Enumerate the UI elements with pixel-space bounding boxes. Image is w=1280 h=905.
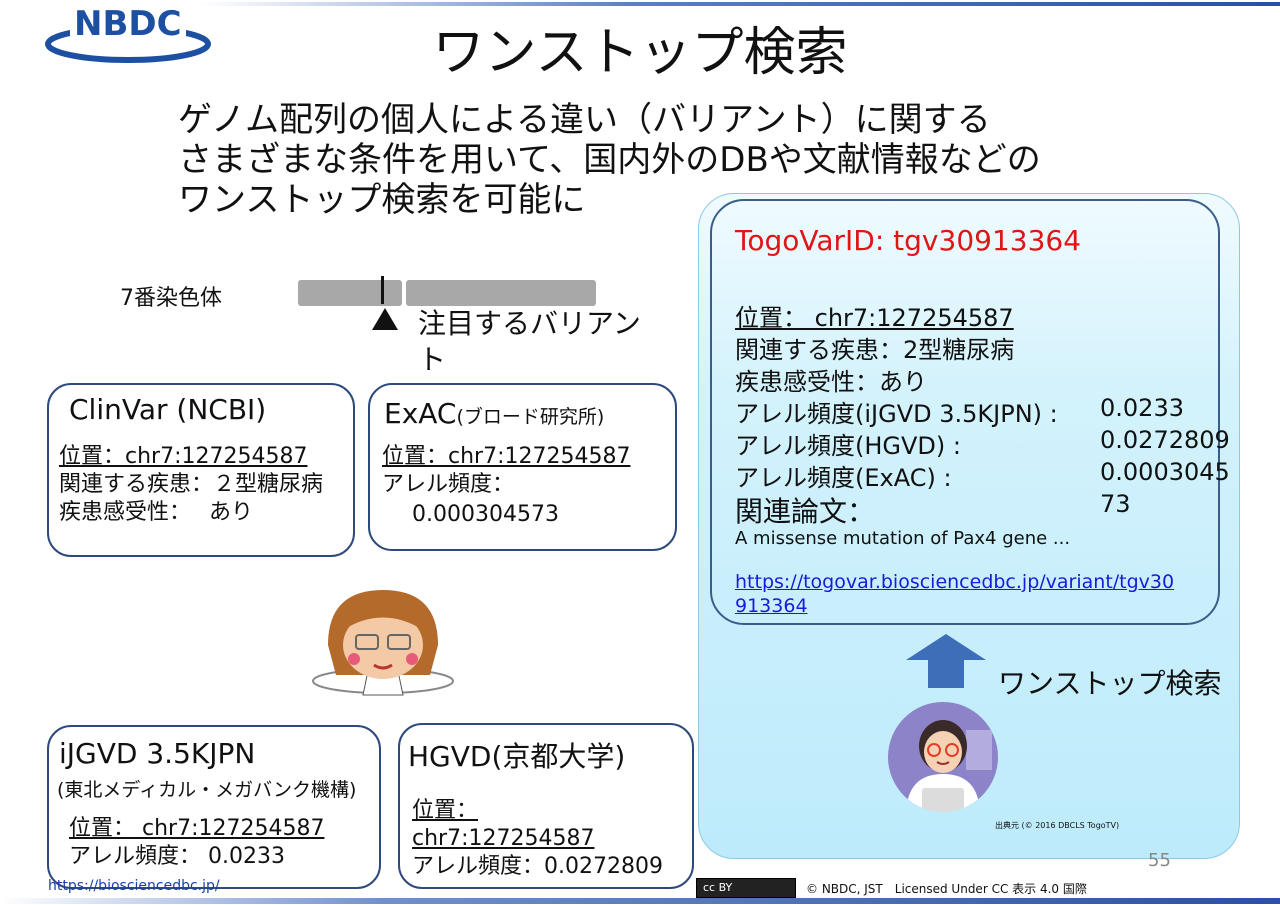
ijgvd-position: 位置： chr7:127254587 [69, 816, 325, 841]
togovar-freq-value: 0.0003045 [1100, 458, 1230, 486]
woman-at-laptop-icon [906, 720, 992, 812]
togovar-freq-label: アレル頻度(ExAC) : [735, 464, 952, 492]
description-line: ワンストップ検索を可能に [178, 180, 586, 220]
footer-url[interactable]: https://biosciencedbc.jp/ [48, 878, 220, 894]
exac-subtitle: (ブロード研究所) [456, 406, 605, 428]
exac-freq-value: 0.000304573 [412, 502, 559, 527]
exac-freq-label: アレル頻度： [382, 472, 515, 497]
togovar-result-card [710, 199, 1220, 625]
nbdc-logo: NBDC [44, 4, 212, 66]
togovar-freq-value: 0.0233 [1100, 394, 1184, 422]
variant-marker-line [381, 276, 384, 304]
bottom-accent-line [0, 898, 1280, 904]
hgvd-card: HGVD(京都大学) 位置： chr7:127254587 アレル頻度：0.02… [398, 723, 694, 889]
clinvar-card: ClinVar (NCBI) 位置：chr7:127254587 関連する疾患：… [47, 383, 355, 557]
variant-arrow-icon [372, 308, 398, 330]
cc-license-badge: cc BY [696, 878, 796, 898]
exac-title: ExAC(ブロード研究所) [384, 397, 604, 430]
hgvd-freq: アレル頻度：0.0272809 [412, 854, 663, 879]
variant-label: 注目するバリアント [418, 307, 641, 376]
togovar-freq-label: アレル頻度(iJGVD 3.5KJPN) : [735, 400, 1058, 428]
clinvar-susceptibility: 疾患感受性： あり [59, 500, 253, 525]
ijgvd-title: iJGVD 3.5KJPN [59, 737, 256, 770]
ijgvd-freq: アレル頻度： 0.0233 [69, 844, 285, 869]
ijgvd-subtitle: (東北メディカル・メガバンク機構) [57, 779, 357, 801]
page-number: 55 [1148, 850, 1171, 871]
togovar-disease: 関連する疾患：2型糖尿病 [735, 336, 1015, 364]
scientist-illustration-icon [312, 590, 454, 696]
togovar-freq-value: 0.0272809 [1100, 426, 1230, 454]
togovar-susceptibility: 疾患感受性：あり [735, 368, 927, 396]
exac-card: ExAC(ブロード研究所) 位置：chr7:127254587 アレル頻度： 0… [368, 383, 677, 551]
chromosome-label: 7番染色体 [120, 286, 222, 311]
exac-position: 位置：chr7:127254587 [382, 444, 631, 469]
logo-text: NBDC [70, 4, 186, 44]
togovar-papers-count: 73 [1100, 490, 1131, 518]
cc-badge-text: cc BY [703, 881, 733, 894]
togovar-freq-label: アレル頻度(HGVD) : [735, 432, 961, 460]
chromosome-bar-right [406, 280, 596, 306]
clinvar-title: ClinVar (NCBI) [69, 393, 267, 426]
togovar-id: TogoVarID: tgv30913364 [735, 224, 1082, 257]
togovar-link-line: https://togovar.biosciencedbc.jp/variant… [735, 571, 1175, 593]
clinvar-position: 位置：chr7:127254587 [59, 444, 308, 469]
ijgvd-card: iJGVD 3.5KJPN (東北メディカル・メガバンク機構) 位置： chr7… [47, 725, 381, 889]
togovar-papers-label: 関連論文： [735, 495, 876, 528]
hgvd-position-label: 位置： [412, 798, 479, 823]
togovar-position: 位置： chr7:127254587 [735, 304, 1014, 332]
up-arrow-stem [928, 658, 964, 688]
user-avatar [888, 702, 998, 812]
description-line: さまざまな条件を用いて、国内外のDBや文献情報などの [178, 140, 1041, 180]
description-line: ゲノム配列の個人による違い（バリアント）に関する [178, 100, 991, 140]
up-arrow-icon [906, 634, 986, 660]
image-credit: 出典元 (© 2016 DBCLS TogoTV) [995, 821, 1120, 830]
hgvd-position-value: chr7:127254587 [412, 826, 595, 851]
top-accent-line [200, 2, 1280, 6]
description: ゲノム配列の個人による違い（バリアント）に関する さまざまな条件を用いて、国内外… [178, 100, 1041, 220]
togovar-paper-title: A missense mutation of Pax4 gene ... [735, 528, 1071, 549]
chromosome-bar-left [298, 280, 402, 306]
onestop-label: ワンストップ検索 [998, 667, 1222, 700]
exac-title-text: ExAC [384, 397, 457, 430]
hgvd-title: HGVD(京都大学) [408, 740, 626, 773]
clinvar-disease: 関連する疾患：２型糖尿病 [59, 472, 324, 497]
page-title: ワンストップ検索 [432, 23, 848, 83]
license-text: © NBDC, JST Licensed Under CC 表示 4.0 国際 [806, 882, 1087, 896]
togovar-link-line: 913364 [735, 595, 808, 617]
togovar-link[interactable]: https://togovar.biosciencedbc.jp/variant… [735, 570, 1205, 618]
